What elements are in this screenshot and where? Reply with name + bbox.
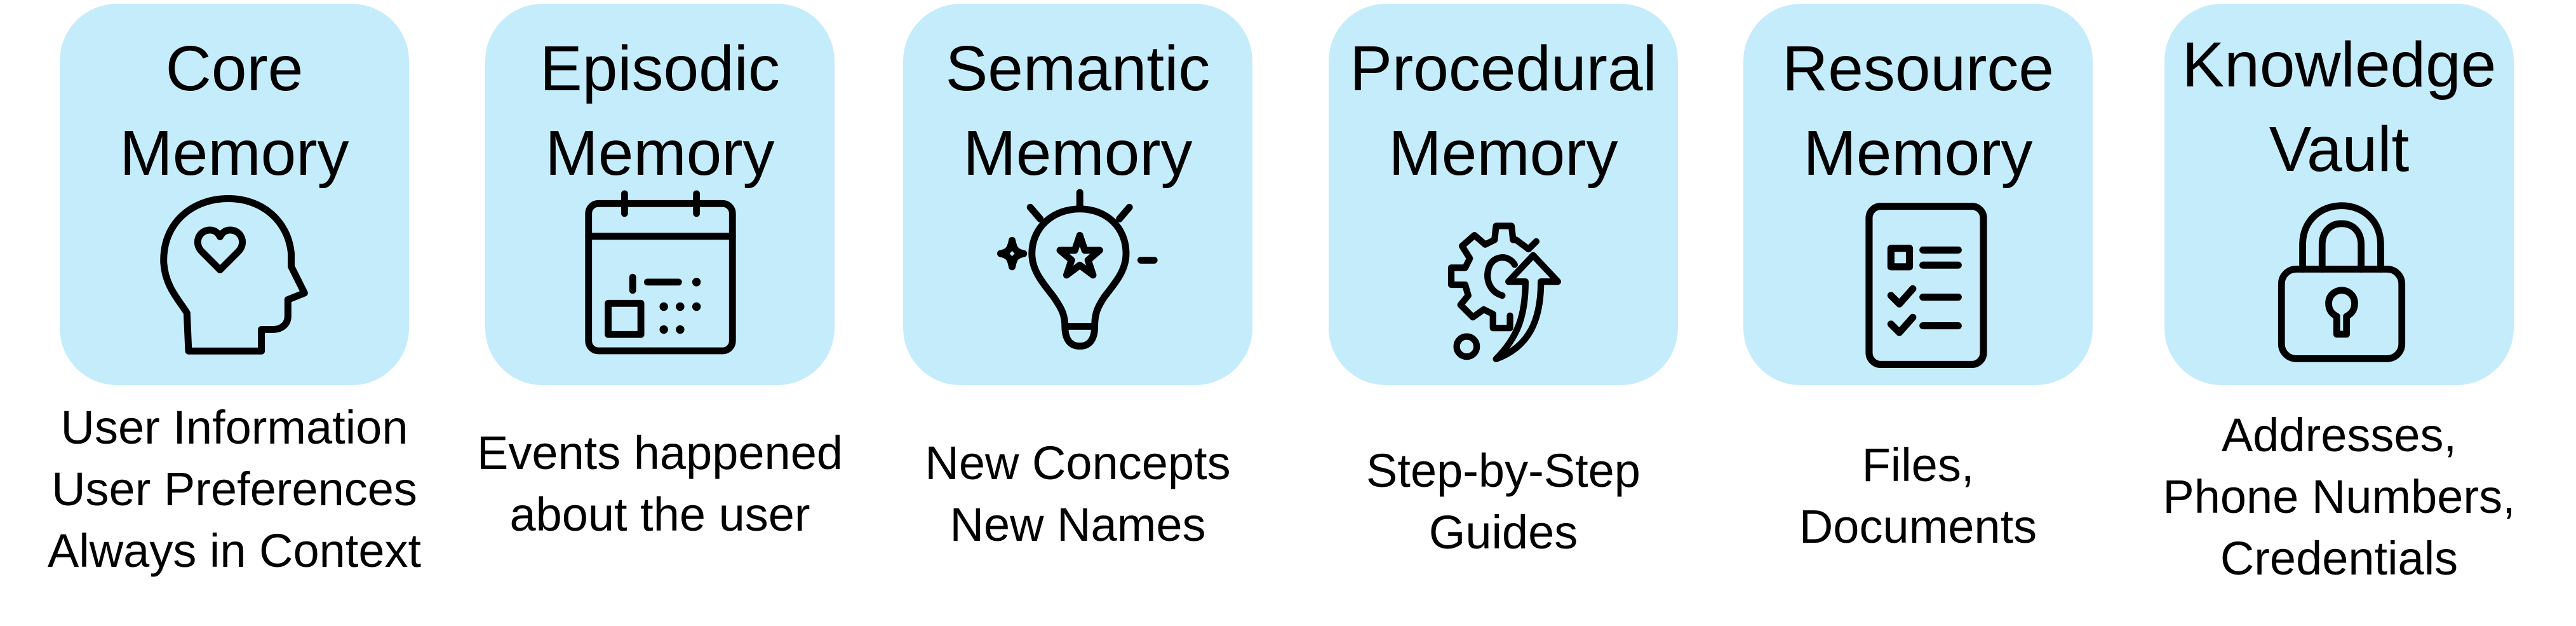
description-line: New Concepts — [925, 437, 1231, 489]
card-description: Events happened about the user — [447, 422, 873, 545]
card-description: Addresses, Phone Numbers, Credentials — [2126, 404, 2552, 589]
card-title: Semantic Memory — [903, 27, 1252, 196]
padlock-icon — [2275, 201, 2408, 364]
description-line: Step-by-Step — [1366, 444, 1640, 497]
description-line: Guides — [1428, 506, 1578, 559]
card-description: Files, Documents — [1705, 434, 2131, 557]
card-title-line: Memory — [1803, 118, 2033, 189]
description-line: Files, — [1862, 439, 1975, 491]
memory-type-core: Core Memory User Information User Prefer… — [48, 0, 421, 626]
description-line: User Preferences — [51, 463, 417, 515]
description-line: Phone Numbers, — [2163, 470, 2516, 523]
memory-type-episodic: Episodic Memory Events happened about th… — [477, 0, 843, 626]
head-heart-icon — [159, 193, 308, 360]
description-line: Documents — [1799, 500, 2037, 553]
memory-type-knowledge-vault: Knowledge Vault Addresses, Phone Numbers… — [2163, 0, 2516, 626]
card-title: Core Memory — [60, 27, 409, 196]
card-title-line: Knowledge — [2182, 29, 2497, 100]
lightbulb-star-icon — [994, 187, 1159, 353]
memory-card — [485, 4, 835, 385]
card-title: Resource Memory — [1743, 27, 2093, 196]
memory-card — [60, 4, 409, 385]
description-line: New Names — [949, 498, 1206, 551]
memory-card — [1743, 4, 2093, 385]
memory-type-semantic: Semantic Memory New Concepts New Names — [903, 0, 1252, 626]
card-title-line: Memory — [963, 118, 1193, 189]
card-title: Knowledge Vault — [2164, 23, 2514, 192]
memory-type-resource: Resource Memory Files, Documents — [1743, 0, 2093, 626]
card-title-line: Episodic — [540, 33, 780, 104]
card-description: User Information User Preferences Always… — [22, 397, 447, 582]
card-title-line: Procedural — [1350, 33, 1657, 104]
checklist-document-icon — [1864, 201, 1989, 370]
description-line: Events happened — [476, 426, 843, 479]
memory-card — [1329, 4, 1678, 385]
memory-type-procedural: Procedural Memory Step-by-Step Guides — [1329, 0, 1678, 626]
card-description: Step-by-Step Guides — [1291, 440, 1716, 563]
card-title-line: Resource — [1782, 33, 2054, 104]
card-title-line: Semantic — [945, 33, 1211, 104]
description-line: Addresses, — [2221, 409, 2457, 461]
card-title: Procedural Memory — [1329, 27, 1678, 196]
card-title-line: Core — [165, 33, 304, 104]
description-line: Credentials — [2220, 532, 2459, 585]
card-title-line: Vault — [2269, 114, 2410, 185]
description-line: about the user — [509, 488, 810, 541]
card-title: Episodic Memory — [485, 27, 835, 196]
calendar-icon — [584, 190, 737, 356]
description-line: Always in Context — [47, 524, 422, 577]
card-title-line: Memory — [1388, 118, 1618, 189]
gear-arrow-icon — [1440, 207, 1569, 362]
description-line: User Information — [60, 401, 408, 454]
card-title-line: Memory — [545, 118, 775, 189]
card-title-line: Memory — [119, 118, 349, 189]
card-description: New Concepts New Names — [865, 432, 1291, 555]
